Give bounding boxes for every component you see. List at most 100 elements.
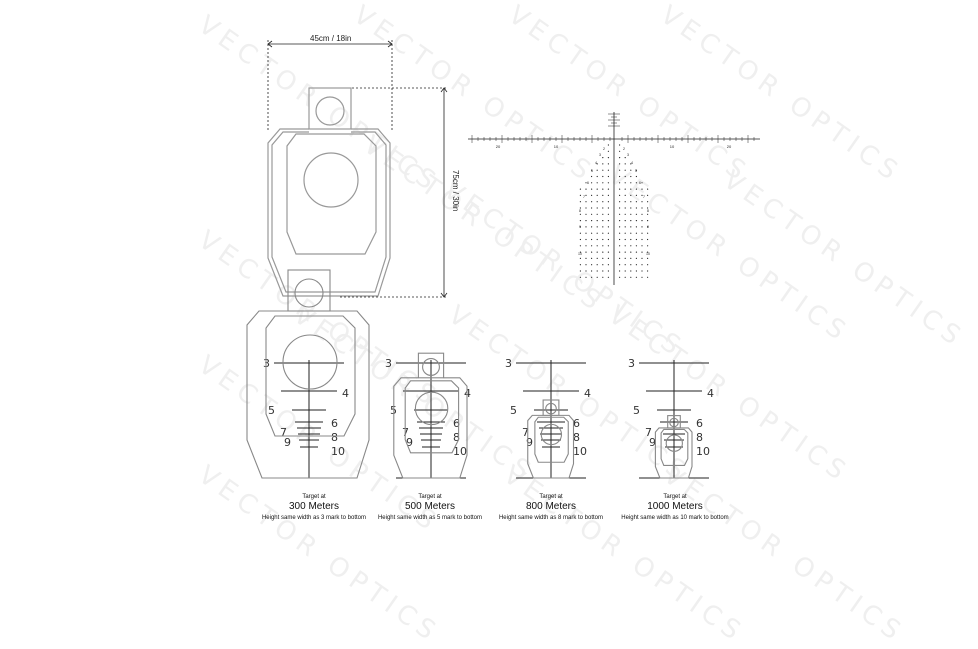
reticle-dot bbox=[591, 194, 593, 196]
reticle-dot bbox=[619, 150, 621, 152]
width-label: 45cm / 18in bbox=[310, 34, 352, 43]
reticle-dot bbox=[630, 220, 632, 222]
silhouette-head bbox=[287, 269, 331, 312]
reticle-dot bbox=[602, 194, 604, 196]
reticle-dot bbox=[585, 232, 587, 234]
reticle-dot bbox=[630, 245, 632, 247]
reticle-dot bbox=[579, 188, 582, 190]
reticle-dot bbox=[647, 270, 649, 272]
reticle-dot bbox=[630, 264, 632, 266]
reticle-dot bbox=[624, 276, 626, 278]
silhouette-center-circle bbox=[282, 334, 338, 390]
reticle-dot bbox=[596, 201, 598, 203]
reticle-dot bbox=[641, 232, 643, 234]
reticle-dot bbox=[647, 245, 649, 247]
reticle-dot bbox=[591, 264, 593, 266]
silhouette-a-zone bbox=[265, 315, 356, 437]
silhouette-body bbox=[654, 427, 693, 479]
caption-note: Height same width as 3 mark to bottom bbox=[261, 515, 367, 521]
panel-mark-number: 6 bbox=[696, 417, 703, 430]
reticle-dot bbox=[630, 238, 632, 241]
height-arrowhead-top bbox=[440, 87, 448, 93]
reticle-dot bbox=[602, 245, 604, 247]
reticle-dot bbox=[641, 201, 643, 203]
reticle-dot bbox=[630, 169, 632, 171]
reticle-dot bbox=[607, 220, 610, 222]
reticle-dot bbox=[591, 188, 593, 190]
silhouette-head bbox=[542, 399, 560, 416]
reticle-dot bbox=[579, 207, 582, 209]
panel-target-silhouette bbox=[527, 399, 575, 479]
reticle-dot bbox=[619, 226, 621, 228]
reticle-dot bbox=[585, 220, 587, 222]
reticle-dot bbox=[635, 213, 638, 215]
reticle-dot bbox=[624, 194, 626, 196]
panel-mark-number: 7 bbox=[645, 426, 652, 439]
reticle-horizontal-label: 10 bbox=[554, 144, 559, 149]
panel-mark-number: 8 bbox=[453, 431, 460, 444]
reticle-dot bbox=[607, 245, 610, 247]
height-label: 75cm / 30in bbox=[451, 170, 460, 212]
reticle-dot bbox=[596, 220, 598, 222]
reticle-stadia-number: 4 bbox=[595, 161, 597, 165]
caption-distance: 1000 Meters bbox=[647, 501, 703, 512]
reticle-dot bbox=[607, 251, 610, 253]
reticle-dot bbox=[596, 264, 598, 266]
reticle-dot bbox=[619, 182, 621, 184]
reticle-dot bbox=[635, 188, 638, 190]
reticle-dot bbox=[635, 232, 638, 234]
silhouette-center-circle bbox=[665, 434, 683, 452]
reticle-dot bbox=[596, 169, 598, 171]
reticle-dot bbox=[602, 201, 604, 203]
reticle-dot bbox=[635, 194, 638, 196]
reticle-dot bbox=[607, 144, 610, 146]
reticle-dot bbox=[630, 251, 632, 253]
reticle-dot bbox=[596, 276, 598, 278]
reticle-dot bbox=[585, 257, 587, 259]
reticle-dot bbox=[591, 226, 593, 228]
reticle-stadia-number: 6 bbox=[587, 181, 589, 185]
panel-mark-number: 3 bbox=[385, 357, 392, 370]
reticle-dot bbox=[641, 188, 643, 190]
reticle-dot bbox=[607, 257, 610, 259]
reticle-dot bbox=[630, 207, 632, 209]
reticle-dot bbox=[630, 276, 632, 278]
silhouette-a-zone bbox=[534, 416, 569, 463]
reticle-dot bbox=[619, 157, 621, 159]
reticle-dot bbox=[624, 201, 626, 203]
panel-mark-number: 9 bbox=[526, 436, 533, 449]
panel-mark-number: 9 bbox=[284, 436, 291, 449]
reticle-dot bbox=[591, 175, 593, 178]
reticle-dot bbox=[635, 238, 638, 241]
reticle-dot bbox=[607, 232, 610, 234]
reticle-dot bbox=[602, 188, 604, 190]
reticle-dot bbox=[607, 264, 610, 266]
reticle-dot bbox=[647, 264, 649, 266]
reticle-dot bbox=[624, 182, 626, 184]
panel-target-silhouette bbox=[393, 352, 468, 479]
reticle-dot bbox=[647, 251, 649, 253]
reticle-dot bbox=[585, 201, 587, 203]
reticle-dot bbox=[619, 213, 621, 215]
reticle-dot bbox=[591, 251, 593, 253]
panel-mark-number: 7 bbox=[280, 426, 287, 439]
reticle-dot bbox=[591, 220, 593, 222]
reticle-dot bbox=[585, 182, 587, 184]
reticle-dot bbox=[647, 194, 649, 196]
panel-target-silhouette bbox=[654, 415, 693, 479]
reticle-dot bbox=[624, 226, 626, 228]
reticle-dot bbox=[641, 245, 643, 247]
reticle-dot bbox=[602, 238, 604, 241]
reticle-dot bbox=[596, 175, 598, 178]
reticle-dot bbox=[602, 157, 604, 159]
reticle-stadia-number: 9 bbox=[647, 225, 649, 229]
reticle-dot bbox=[579, 201, 582, 203]
reticle-dot bbox=[585, 251, 587, 253]
reticle-dot bbox=[635, 220, 638, 222]
reticle-dot bbox=[607, 207, 610, 209]
reticle-dot bbox=[641, 264, 643, 266]
reticle-dot bbox=[591, 270, 593, 272]
reticle-dot bbox=[579, 264, 582, 266]
reticle-dot bbox=[596, 245, 598, 247]
